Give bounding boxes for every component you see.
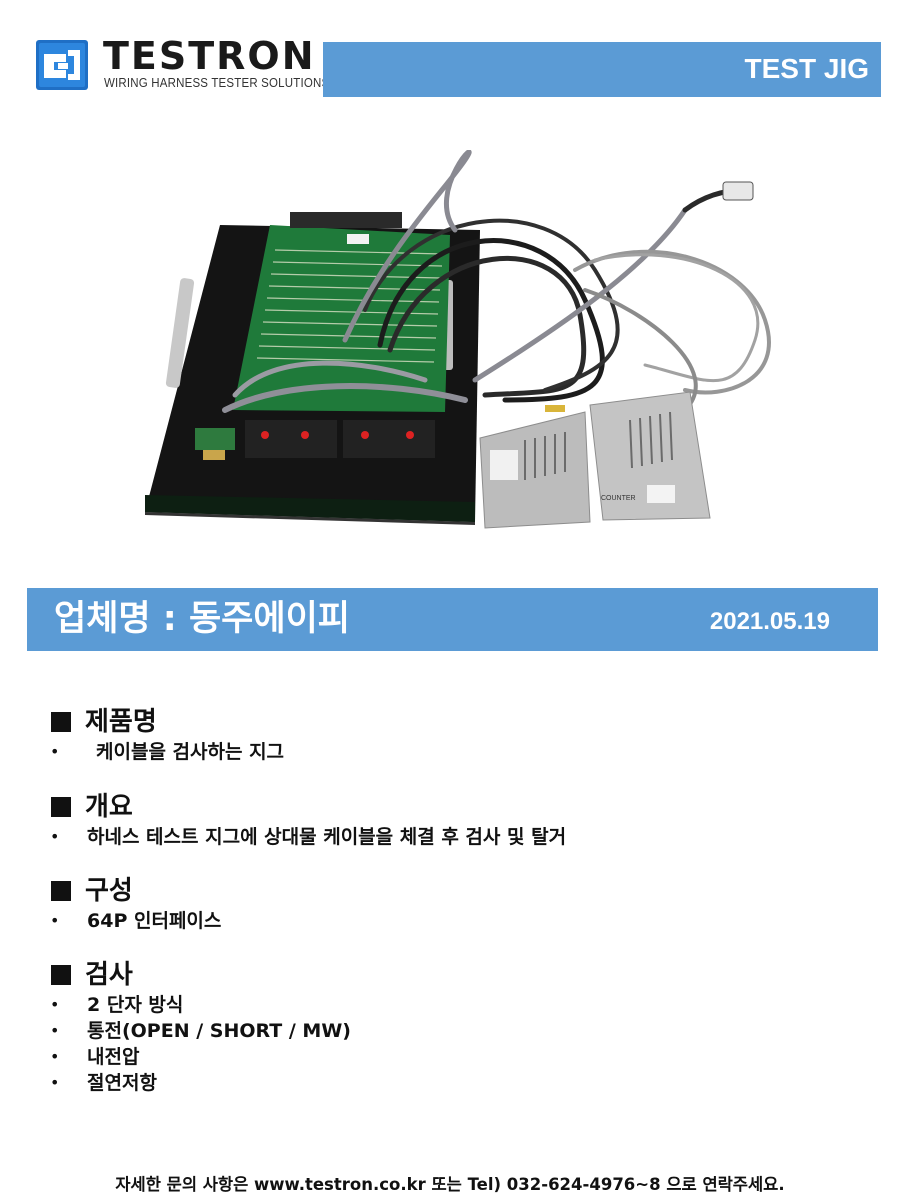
section-composition: 구성 •64P 인터페이스	[50, 874, 221, 934]
bullet-icon: •	[50, 742, 60, 761]
bullet-icon: •	[50, 995, 60, 1014]
square-bullet-icon	[51, 797, 71, 817]
brand-tagline: WIRING HARNESS TESTER SOLUTIONS	[104, 76, 330, 90]
company-name: 업체명 : 동주에이피	[54, 599, 350, 639]
section-title: 구성	[85, 876, 133, 906]
section-title: 제품명	[85, 707, 157, 737]
list-item: •절연저항	[50, 1072, 157, 1094]
list-item: •통전(OPEN / SHORT / MW)	[50, 1020, 351, 1042]
section-heading: 개요	[50, 790, 566, 824]
section-heading: 제품명	[50, 705, 284, 739]
counter-label: COUNTER	[601, 495, 636, 502]
contact-footer: 자세한 문의 사항은 www.testron.co.kr 또는 Tel) 032…	[115, 1175, 785, 1194]
section-title: 검사	[85, 960, 133, 990]
document-date: 2021.05.19	[709, 608, 830, 635]
bullet-icon: •	[50, 1021, 60, 1040]
test-jig-product-photo: COUNTER	[145, 150, 771, 529]
bullet-icon: •	[50, 911, 60, 930]
counter-modules: COUNTER	[479, 391, 711, 529]
square-bullet-icon	[51, 965, 71, 985]
list-item: •64P 인터페이스	[50, 910, 222, 932]
section-heading: 검사	[50, 958, 351, 992]
bullet-icon: •	[50, 1073, 60, 1092]
cable-bundle	[222, 150, 771, 413]
section-overview: 개요 •하네스 테스트 지그에 상대물 케이블을 체결 후 검사 및 탈거	[50, 790, 566, 850]
testron-logo-icon	[36, 40, 88, 90]
section-product-name: 제품명 •케이블을 검사하는 지그	[50, 705, 284, 765]
brand-name: TESTRON	[103, 34, 316, 78]
list-item: •하네스 테스트 지그에 상대물 케이블을 체결 후 검사 및 탈거	[50, 826, 567, 848]
connector-blocks	[195, 420, 435, 460]
square-bullet-icon	[51, 712, 71, 732]
bullet-icon: •	[50, 827, 60, 846]
list-item: •케이블을 검사하는 지그	[50, 741, 285, 763]
list-item: •2 단자 방식	[50, 994, 184, 1016]
section-heading: 구성	[50, 874, 221, 908]
square-bullet-icon	[51, 881, 71, 901]
section-inspection: 검사 •2 단자 방식 •통전(OPEN / SHORT / MW) •내전압 …	[50, 958, 351, 1096]
list-item: •내전압	[50, 1046, 140, 1068]
header-banner: TEST JIG	[323, 42, 881, 97]
section-title: 개요	[85, 792, 133, 822]
bullet-icon: •	[50, 1047, 60, 1066]
banner-label: TEST JIG	[744, 53, 869, 84]
company-banner: 업체명 : 동주에이피 2021.05.19	[27, 588, 878, 651]
